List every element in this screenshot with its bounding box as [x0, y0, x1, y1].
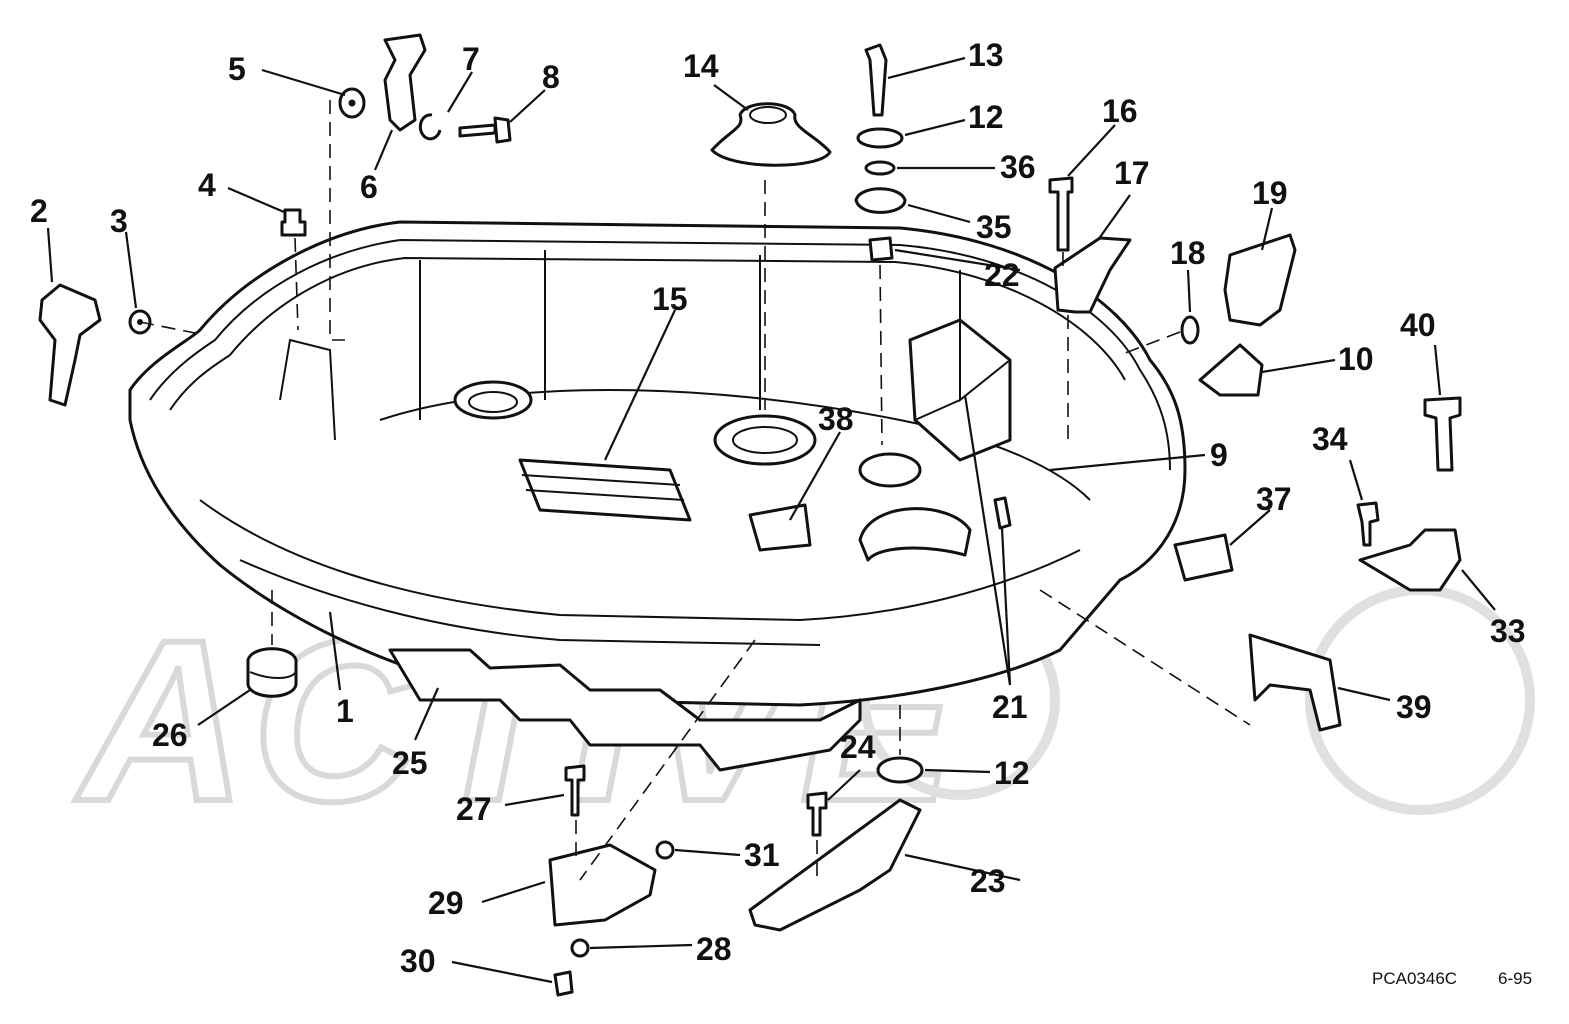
callout-18: 18 — [1170, 235, 1206, 271]
callout-28: 28 — [696, 931, 732, 967]
callout-6: 6 — [360, 169, 378, 205]
callout-labels: 5 2 3 4 6 7 8 14 13 12 36 35 22 16 17 18… — [30, 37, 1526, 979]
callout-29: 29 — [428, 885, 464, 921]
callout-15: 15 — [652, 281, 688, 317]
callout-27: 27 — [456, 791, 492, 827]
callout-7: 7 — [462, 41, 480, 77]
callout-25: 25 — [392, 745, 428, 781]
callout-12-top: 12 — [968, 99, 1004, 135]
callout-33: 33 — [1490, 613, 1526, 649]
callout-19: 19 — [1252, 175, 1288, 211]
callout-26: 26 — [152, 717, 188, 753]
callout-40: 40 — [1400, 307, 1436, 343]
figure-code: PCA0346C — [1372, 969, 1457, 988]
callout-36: 36 — [1000, 149, 1036, 185]
callout-12-bottom: 12 — [994, 755, 1030, 791]
callout-31: 31 — [744, 837, 780, 873]
small-parts — [38, 33, 1462, 997]
callout-22: 22 — [984, 257, 1020, 293]
callout-39: 39 — [1396, 689, 1432, 725]
callout-38: 38 — [818, 401, 854, 437]
callout-14: 14 — [683, 48, 719, 84]
callout-8: 8 — [542, 59, 560, 95]
callout-13: 13 — [968, 37, 1004, 73]
callout-4: 4 — [198, 167, 216, 203]
callout-9: 9 — [1210, 437, 1228, 473]
callout-16: 16 — [1102, 93, 1138, 129]
callout-35: 35 — [976, 209, 1012, 245]
callout-2: 2 — [30, 193, 48, 229]
callout-5: 5 — [228, 51, 246, 87]
leader-lines — [46, 56, 1496, 984]
callout-24: 24 — [840, 729, 876, 765]
callout-23: 23 — [970, 863, 1006, 899]
callout-1: 1 — [336, 693, 354, 729]
gasket-25 — [388, 648, 862, 772]
assembly-lines — [139, 100, 1251, 881]
callout-3: 3 — [110, 203, 128, 239]
callout-37: 37 — [1256, 481, 1292, 517]
callout-34: 34 — [1312, 421, 1348, 457]
callout-17: 17 — [1114, 155, 1150, 191]
callout-30: 30 — [400, 943, 436, 979]
callout-21: 21 — [992, 689, 1028, 725]
date-code: 6-95 — [1498, 969, 1532, 988]
callout-10: 10 — [1338, 341, 1374, 377]
lower-cover — [128, 220, 1187, 707]
